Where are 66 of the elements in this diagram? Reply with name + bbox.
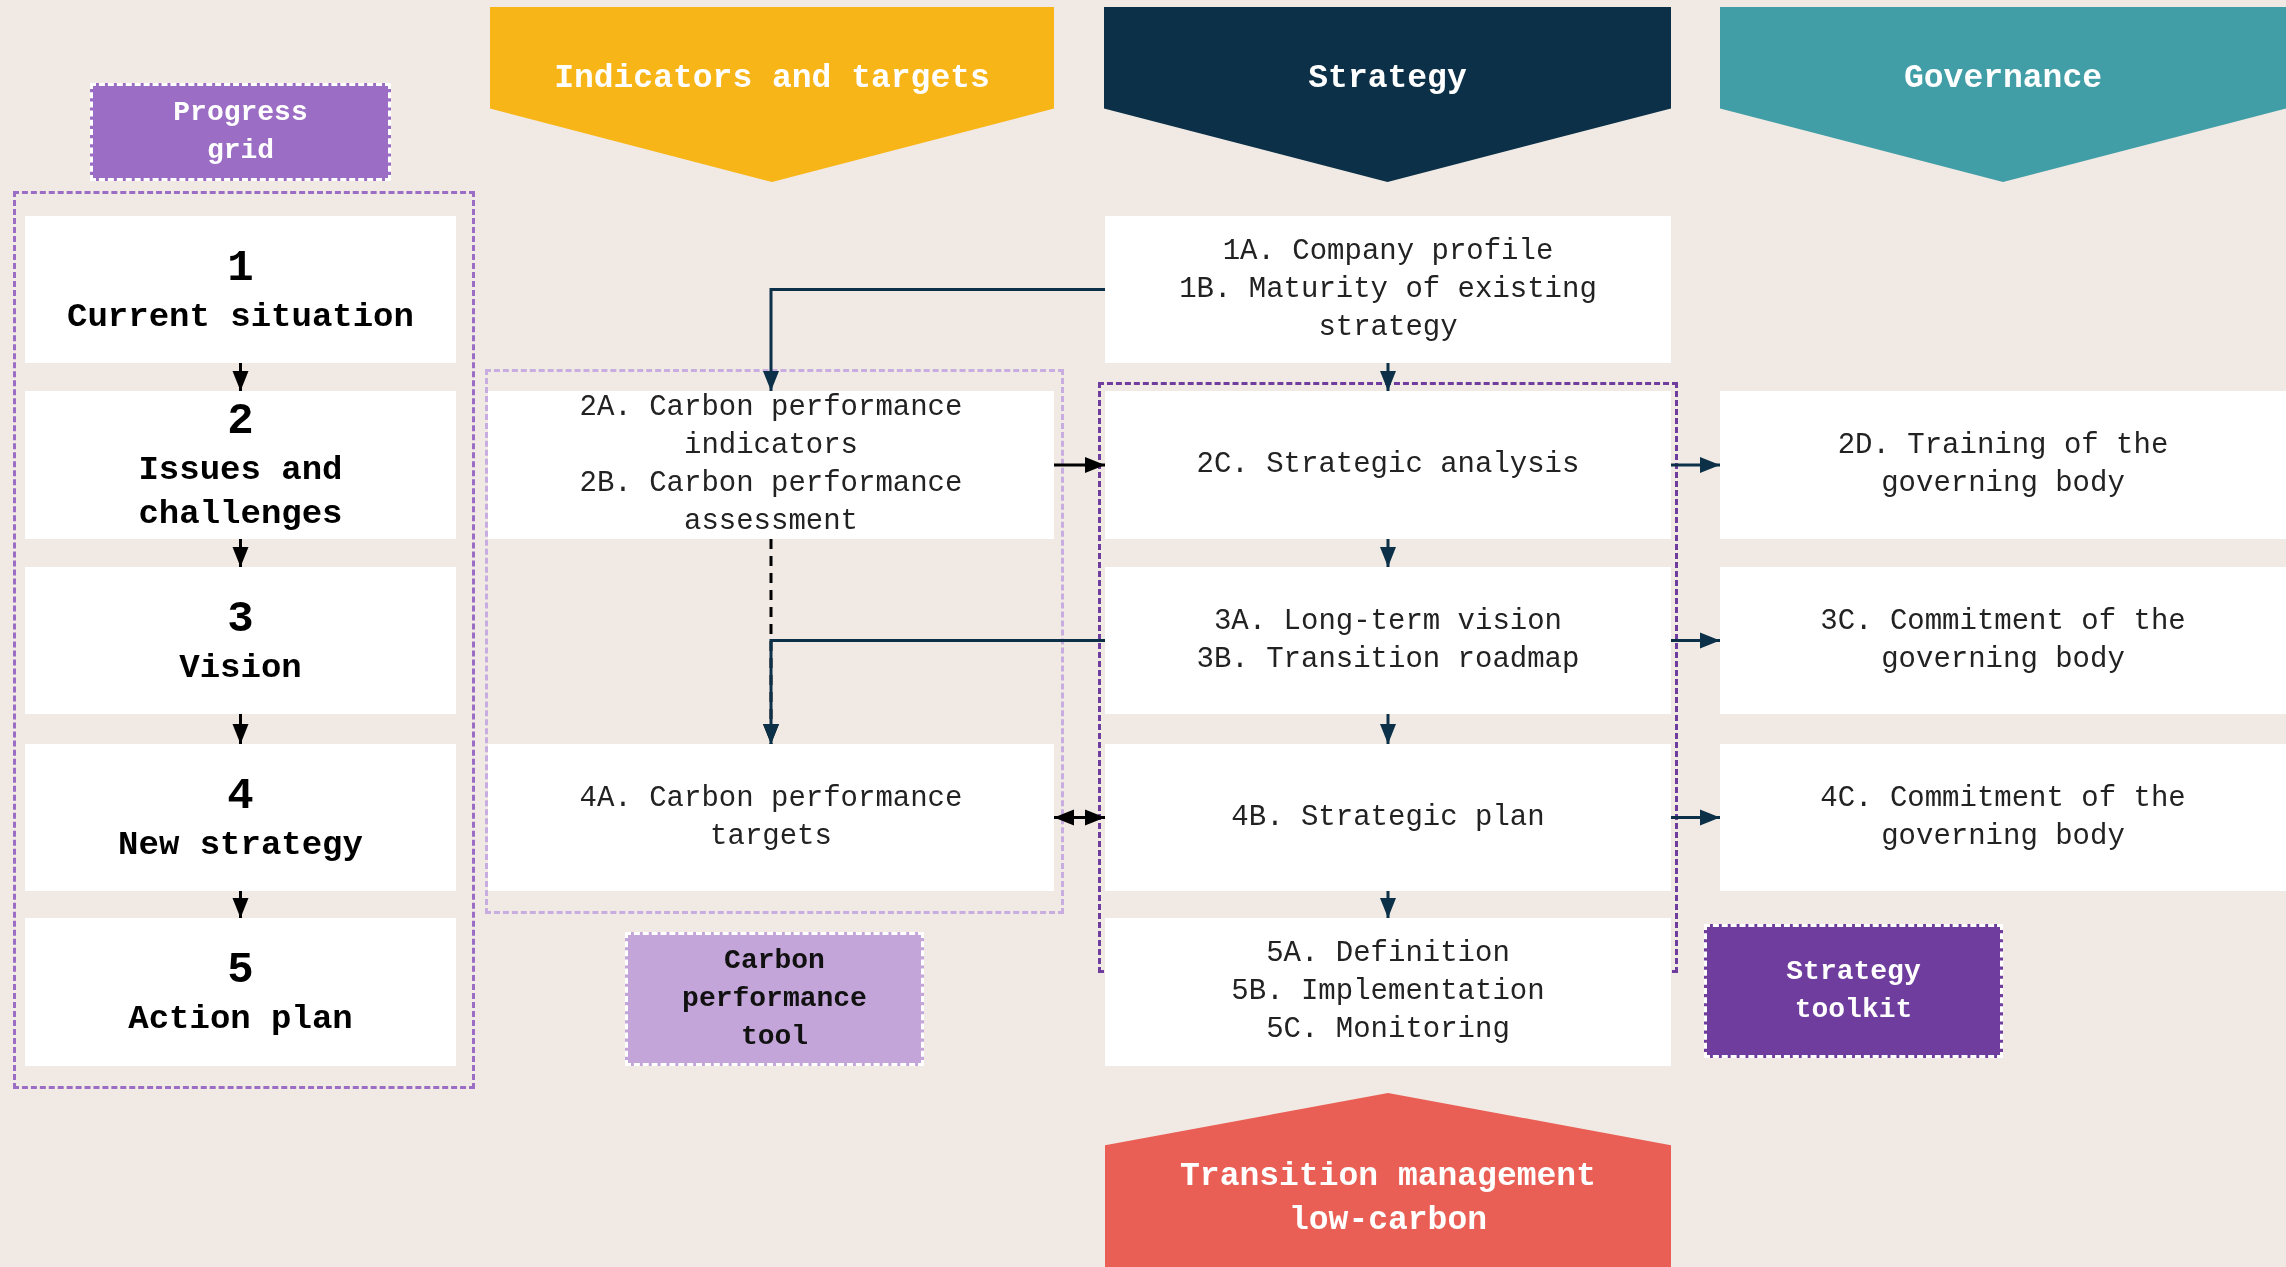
step-title: Issues and challenges [137, 450, 344, 535]
process-box [25, 567, 456, 714]
arrow [232, 714, 249, 744]
box-text: 4A. Carbon performance targets [578, 780, 964, 855]
box-text: 4C. Commitment of the governing body [1819, 780, 2187, 855]
box-text: 5B. Implementation [1231, 974, 1545, 1010]
header-banner [1720, 7, 2286, 182]
box-text: 3B. Transition roadmap [1196, 641, 1580, 678]
arrow [1380, 714, 1396, 744]
process-box [1105, 567, 1671, 714]
group-label: Carbon performance tool [625, 932, 924, 1066]
footer-banner [1105, 1093, 1671, 1267]
step-number: 3 [227, 592, 254, 646]
process-box [25, 744, 456, 891]
box-text: 2D. Training of the governing body [1836, 428, 2170, 502]
arrow [763, 288, 1105, 391]
step-title: Vision [179, 647, 302, 689]
process-box [1105, 391, 1671, 539]
box-text: 2B. Carbon performance assessment [578, 466, 964, 540]
banner-title: Strategy [1307, 59, 1468, 99]
group-label: Strategy toolkit [1704, 924, 2003, 1058]
arrow [763, 639, 1105, 744]
banner-title: Indicators and targets [553, 59, 991, 99]
box-text: 4B. Strategic plan [1231, 799, 1545, 836]
process-box [25, 918, 456, 1066]
box-text: 1A. Company profile [1222, 233, 1554, 270]
process-box [1720, 391, 2286, 539]
box-text: 2C. Strategic analysis [1196, 447, 1580, 483]
process-box [1105, 216, 1671, 363]
process-box [1105, 918, 1671, 1066]
box-text: 5A. Definition [1266, 936, 1510, 972]
group-label: Progress grid [90, 83, 391, 181]
box-text: 2A. Carbon performance indicators [578, 390, 964, 464]
banner-title: Transition management low-carbon [1179, 1157, 1597, 1241]
header-banner [490, 7, 1054, 182]
process-box [25, 216, 456, 363]
process-box [1720, 567, 2286, 714]
step-number: 5 [227, 944, 254, 997]
step-number: 2 [227, 395, 254, 448]
arrow [1671, 457, 1720, 473]
header-banner [1104, 7, 1671, 182]
box-text: 1B. Maturity of existing strategy [1178, 271, 1598, 346]
arrow [1380, 539, 1396, 567]
box-text: 3C. Commitment of the governing body [1819, 603, 2187, 678]
arrow [232, 891, 249, 918]
step-number: 1 [227, 241, 254, 295]
process-box [25, 391, 456, 539]
step-title: New strategy [118, 824, 363, 866]
process-box [1720, 744, 2286, 891]
arrow [232, 539, 249, 567]
arrow [1671, 632, 1720, 649]
box-text: 5C. Monitoring [1266, 1012, 1510, 1048]
step-number: 4 [227, 769, 254, 823]
step-title: Current situation [67, 296, 414, 338]
arrow [1671, 809, 1720, 826]
banner-title: Governance [1902, 59, 2103, 99]
box-text: 3A. Long-term vision [1213, 603, 1563, 640]
process-box [1105, 744, 1671, 891]
arrow [1380, 363, 1396, 391]
step-title: Action plan [128, 999, 353, 1040]
process-box [488, 391, 1054, 539]
process-box [488, 744, 1054, 891]
arrow [232, 363, 249, 391]
arrow [1054, 809, 1105, 826]
arrow [1380, 891, 1396, 918]
arrow [1054, 457, 1105, 473]
